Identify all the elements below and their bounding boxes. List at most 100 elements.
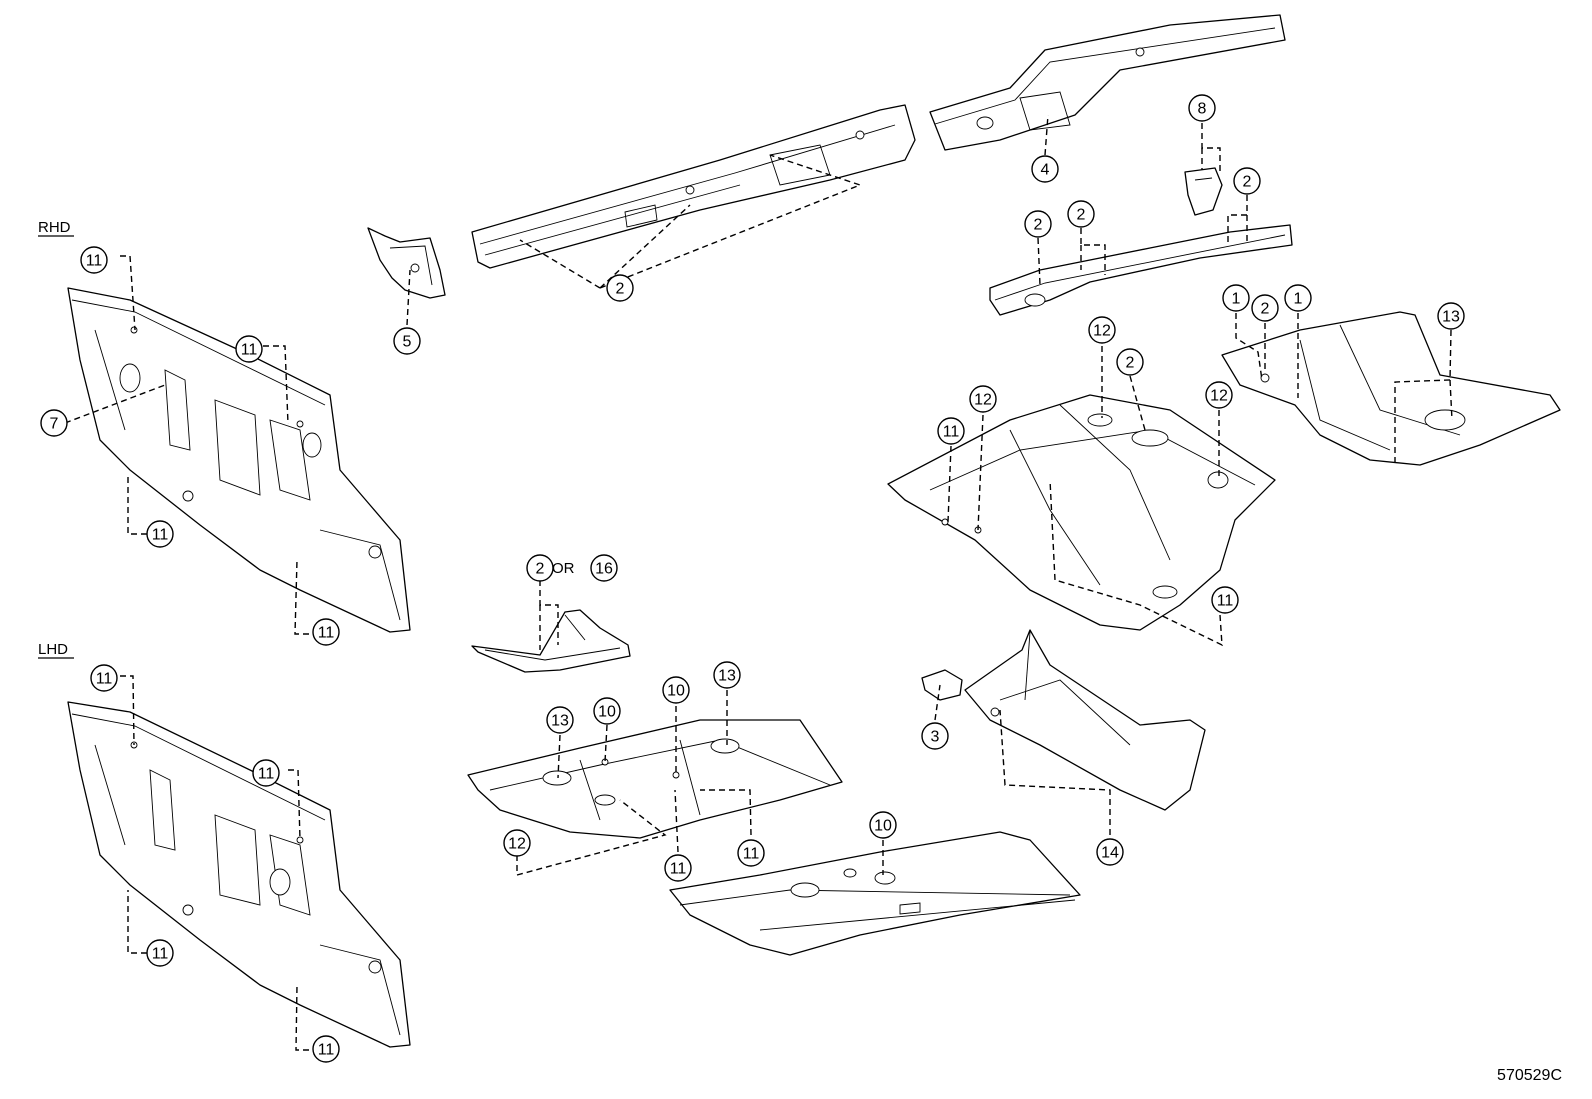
- rear-floor-side-member: [989, 224, 1293, 316]
- bracket-5: [367, 227, 446, 299]
- callout-8: 8: [1188, 94, 1216, 122]
- callout-circle: [937, 417, 965, 445]
- callout-10-front: 10: [869, 811, 897, 839]
- callout-circle: [606, 274, 634, 302]
- callout-number: 13: [551, 713, 569, 730]
- callout-number: 5: [403, 334, 412, 351]
- callout-number: 13: [718, 668, 736, 685]
- rhd-label: RHD: [38, 219, 71, 236]
- callout-number: 12: [974, 392, 992, 409]
- callout-number: 11: [318, 625, 335, 642]
- floor-side-panel: [669, 831, 1081, 956]
- callout-number: 11: [670, 861, 687, 878]
- diagram-code: 570529C: [1497, 1067, 1562, 1084]
- callout-circle: [1067, 200, 1095, 228]
- callout-circle: [869, 811, 897, 839]
- callout-11-lhd-lower: 11: [146, 939, 174, 967]
- callout-number: 10: [667, 683, 685, 700]
- rear-cross-member: [964, 629, 1206, 811]
- callout-layer: 1171111111111111152482221211312212111211…: [40, 94, 1465, 1063]
- callout-number: 11: [86, 253, 103, 270]
- floor-reinforcement: [471, 609, 631, 673]
- callout-circle: [235, 335, 263, 363]
- callout-circle: [969, 385, 997, 413]
- callout-7: 7: [40, 409, 68, 437]
- callout-circle: [664, 854, 692, 882]
- callout-circle: [526, 554, 554, 582]
- lhd-label: LHD: [38, 641, 68, 658]
- callout-circle: [590, 554, 618, 582]
- callout-circle: [40, 409, 68, 437]
- callout-11-rhd-bottom: 11: [312, 618, 340, 646]
- callout-circle: [921, 722, 949, 750]
- dash-panel-rhd: [67, 287, 411, 633]
- callout-2-or: 2: [526, 554, 554, 582]
- callout-14: 14: [1096, 838, 1124, 866]
- callout-number: 2: [1261, 301, 1270, 318]
- callout-1-a: 1: [1222, 284, 1250, 312]
- callout-12-center: 12: [503, 829, 531, 857]
- callout-number: 11: [152, 527, 169, 544]
- callout-11-rhd-top: 11: [80, 246, 108, 274]
- center-floor-pan: [887, 394, 1276, 631]
- bracket-3: [921, 669, 963, 701]
- callout-circle: [252, 759, 280, 787]
- callout-3: 3: [921, 722, 949, 750]
- callout-number: 3: [931, 729, 940, 746]
- callout-number: 4: [1041, 162, 1050, 179]
- callout-13-pan: 13: [1437, 302, 1465, 330]
- callout-circle: [503, 829, 531, 857]
- callout-circle: [393, 327, 421, 355]
- callout-circle: [593, 697, 621, 725]
- callout-number: 7: [50, 416, 59, 433]
- or-label: OR: [552, 560, 575, 577]
- callout-10-a: 10: [593, 697, 621, 725]
- callout-number: 2: [1126, 355, 1135, 372]
- callout-circle: [90, 664, 118, 692]
- callout-2-floor: 2: [1116, 348, 1144, 376]
- leader-lines: [64, 114, 1453, 1051]
- callout-circle: [312, 1035, 340, 1063]
- callout-11-floor: 11: [937, 417, 965, 445]
- callout-number: 2: [1243, 174, 1252, 191]
- callout-circle: [146, 939, 174, 967]
- callout-circle: [1116, 348, 1144, 376]
- callout-11-lhd-bottom: 11: [312, 1035, 340, 1063]
- callout-16-or: 16: [590, 554, 618, 582]
- callout-number: 12: [1210, 388, 1228, 405]
- callout-2-rr-b: 2: [1067, 200, 1095, 228]
- callout-2-pan: 2: [1251, 294, 1279, 322]
- callout-number: 13: [1442, 309, 1460, 326]
- callout-circle: [1251, 294, 1279, 322]
- callout-5: 5: [393, 327, 421, 355]
- callout-13-center: 13: [546, 706, 574, 734]
- callout-circle: [146, 520, 174, 548]
- callout-11-lhd-mid: 11: [252, 759, 280, 787]
- callout-circle: [1024, 210, 1052, 238]
- callout-number: 2: [616, 281, 625, 298]
- callout-11-center-b: 11: [737, 839, 765, 867]
- callout-13-b: 13: [713, 661, 741, 689]
- callout-circle: [1284, 284, 1312, 312]
- callout-circle: [1205, 381, 1233, 409]
- callout-11-center-a: 11: [664, 854, 692, 882]
- callout-number: 11: [258, 766, 275, 783]
- callout-12-floor-c: 12: [1205, 381, 1233, 409]
- dash-panel-lhd: [67, 701, 411, 1048]
- callout-number: 14: [1101, 845, 1119, 862]
- callout-number: 1: [1232, 291, 1241, 308]
- callout-number: 11: [743, 846, 760, 863]
- callout-number: 11: [152, 946, 169, 963]
- callout-number: 1: [1294, 291, 1303, 308]
- callout-circle: [546, 706, 574, 734]
- callout-circle: [662, 676, 690, 704]
- callout-2-rr-c: 2: [1233, 167, 1261, 195]
- callout-12-floor-b: 12: [969, 385, 997, 413]
- callout-circle: [1222, 284, 1250, 312]
- rear-rail-4: [929, 14, 1286, 151]
- callout-11-rhd-lower: 11: [146, 520, 174, 548]
- callout-number: 12: [508, 836, 526, 853]
- callout-number: 10: [874, 818, 892, 835]
- callout-number: 2: [536, 561, 545, 578]
